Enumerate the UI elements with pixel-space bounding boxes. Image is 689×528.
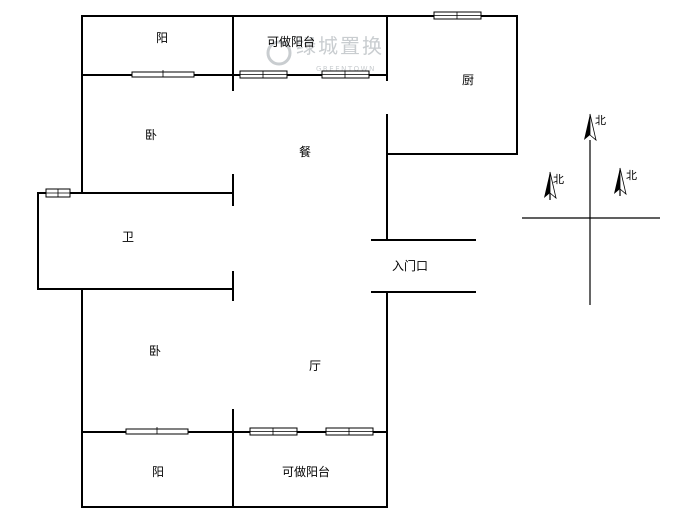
label-dining: 餐 [299, 144, 311, 159]
label-balcony-top-right: 可做阳台 [267, 34, 315, 49]
north-label-left: 北 [553, 173, 564, 186]
window-bathroom [45, 188, 71, 198]
window-kitchen-top [433, 11, 482, 20]
room-labels: 阳 可做阳台 厨 卧 餐 卫 入门口 卧 厅 阳 可做阳台 [122, 31, 474, 479]
label-kitchen: 厨 [462, 73, 474, 87]
watermark-sub: GREENTOWN [316, 65, 376, 73]
window-balcony-top-left [131, 70, 195, 78]
window-balcony-bottom-left [125, 427, 189, 435]
north-arrow-left-icon [544, 171, 557, 200]
watermark-logo-icon [266, 40, 292, 66]
north-label-main: 北 [595, 114, 606, 127]
label-bathroom: 卫 [122, 230, 134, 244]
label-entrance: 入门口 [392, 258, 428, 273]
label-living: 厅 [309, 359, 321, 373]
window-balcony-top-right-b [321, 70, 370, 79]
north-arrow-right-icon [614, 167, 627, 196]
label-bedroom-top: 卧 [145, 128, 157, 142]
label-balcony-bottom-left: 阳 [152, 465, 164, 479]
window-balcony-bottom-right-a [249, 427, 298, 436]
watermark: 绿城置换 GREENTOWN [266, 34, 384, 73]
windows [45, 11, 482, 436]
window-balcony-bottom-right-b [325, 427, 374, 436]
label-balcony-bottom-right: 可做阳台 [282, 464, 330, 479]
compass: 北 北 北 [522, 113, 660, 305]
window-balcony-top-right-a [239, 70, 288, 79]
north-arrow-main-icon [584, 113, 597, 142]
label-balcony-top-left: 阳 [156, 31, 168, 45]
label-bedroom-bottom: 卧 [149, 344, 161, 358]
north-label-right: 北 [626, 169, 637, 182]
watermark-brand: 绿城置换 [296, 34, 384, 58]
